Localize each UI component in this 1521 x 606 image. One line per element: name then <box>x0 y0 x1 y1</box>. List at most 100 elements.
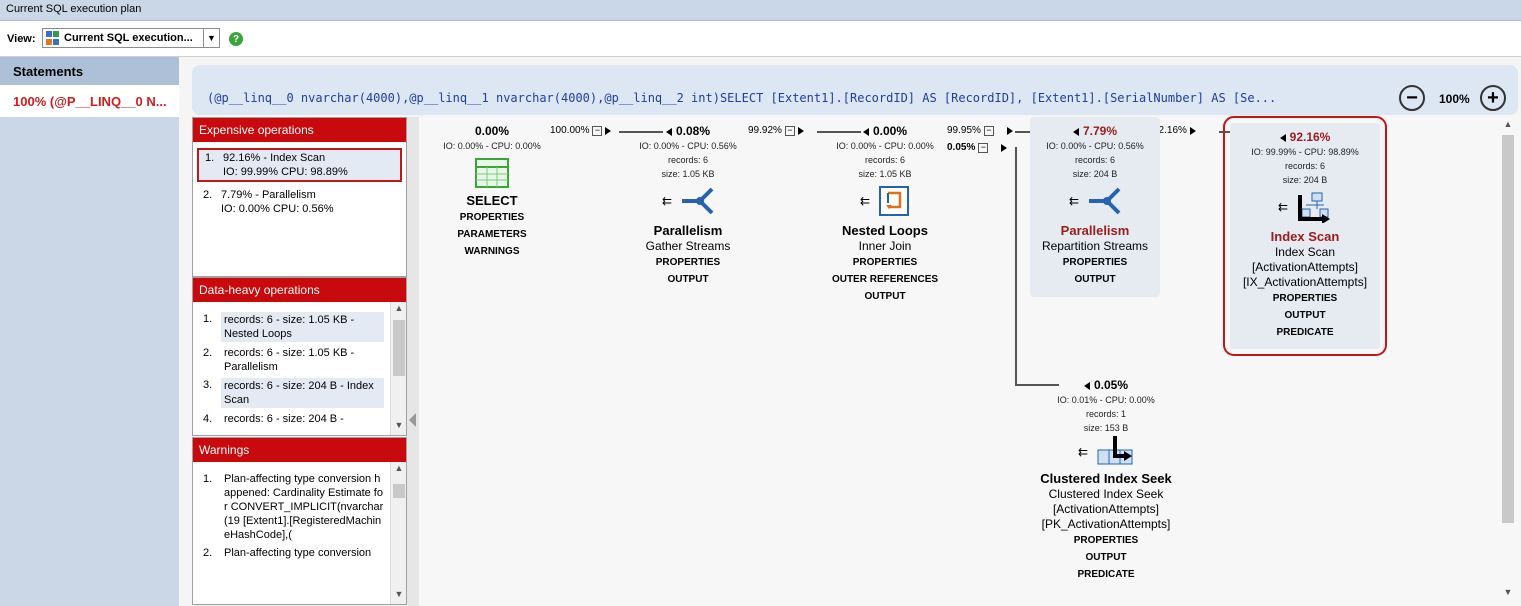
parameters-link[interactable]: PARAMETERS <box>457 229 527 240</box>
scroll-thumb[interactable] <box>393 484 405 498</box>
table-icon <box>475 158 509 188</box>
scroll-up-icon[interactable]: ▲ <box>394 463 404 473</box>
plan-node-index-scan[interactable]: 92.16% IO: 99.99% - CPU: 98.89% records:… <box>1223 116 1387 356</box>
properties-link[interactable]: PROPERTIES <box>1073 535 1139 546</box>
plan-node-parallelism-gather[interactable]: 0.08% IO: 0.00% - CPU: 0.56% records: 6 … <box>633 123 743 288</box>
collapse-icon[interactable]: − <box>592 125 603 136</box>
list-item-number: 1. <box>205 152 215 164</box>
warnings-link[interactable]: WARNINGS <box>464 246 520 257</box>
arrow-right-icon <box>605 126 612 135</box>
node-table: [ActivationAttempts] <box>1052 502 1160 516</box>
sql-bar: (@p__linq__0 nvarchar(4000),@p__linq__1 … <box>192 65 1518 115</box>
plan-node-clustered-index-seek[interactable]: 0.05% IO: 0.01% - CPU: 0.00% records: 1 … <box>1021 377 1191 583</box>
plan-canvas: 100.00%− 99.92%− 99.95%− 0.05%− 92.16% 0… <box>419 116 1521 606</box>
predicate-link[interactable]: PREDICATE <box>1276 327 1334 338</box>
properties-link[interactable]: PROPERTIES <box>459 212 525 223</box>
list-item[interactable]: 2.Plan-affecting type conversion <box>197 544 402 562</box>
edge-percent: 99.95% <box>947 125 981 136</box>
output-link[interactable]: OUTPUT <box>1284 310 1326 321</box>
list-item[interactable]: 1.records: 6 - size: 1.05 KB - Nested Lo… <box>197 310 402 344</box>
edge-label[interactable]: 92.16% <box>1153 125 1196 136</box>
scroll-thumb[interactable] <box>393 320 405 376</box>
plan-content: (@p__linq__0 nvarchar(4000),@p__linq__1 … <box>179 57 1521 606</box>
list-item[interactable]: 3.records: 6 - size: 204 B - Index Scan <box>197 376 402 410</box>
zoom-out-button[interactable]: − <box>1399 85 1425 111</box>
plan-connector <box>619 131 663 133</box>
panel-splitter[interactable] <box>407 117 419 606</box>
node-size: size: 204 B <box>1282 175 1328 185</box>
chevron-down-icon[interactable]: ▼ <box>203 29 219 47</box>
list-item[interactable]: 4.records: 6 - size: 204 B - <box>197 410 402 428</box>
expand-icon[interactable]: ⇇ <box>1068 194 1080 208</box>
node-percent: 0.08% <box>675 124 711 138</box>
collapse-icon[interactable]: − <box>978 142 989 153</box>
edge-label[interactable]: 99.95%− <box>947 125 1013 136</box>
output-link[interactable]: OUTPUT <box>1074 274 1116 285</box>
output-link[interactable]: OUTPUT <box>864 291 906 302</box>
statements-panel: Statements 100% (@P__LINQ__0 N... <box>0 57 179 606</box>
edge-percent: 99.92% <box>748 125 782 136</box>
view-select[interactable]: Current SQL execution... ▼ <box>42 28 220 48</box>
collapse-arrow-icon[interactable] <box>409 413 416 427</box>
node-name: SELECT <box>466 193 518 208</box>
data-heavy-scrollbar[interactable]: ▲▼ <box>390 302 406 435</box>
node-records: records: 6 <box>1284 161 1326 171</box>
node-name: Parallelism <box>1060 223 1130 238</box>
scroll-up-icon[interactable]: ▲ <box>1503 119 1513 129</box>
arrow-left-icon <box>665 127 672 136</box>
expand-icon[interactable]: ⇇ <box>1077 445 1089 459</box>
statement-item[interactable]: 100% (@P__LINQ__0 N... <box>0 85 179 117</box>
expand-icon[interactable]: ⇇ <box>1277 200 1289 214</box>
scroll-thumb[interactable] <box>1502 135 1514 523</box>
list-item-line: IO: 99.99% CPU: 98.89% <box>223 166 348 178</box>
collapse-icon[interactable]: − <box>784 125 795 136</box>
properties-link[interactable]: PROPERTIES <box>1062 257 1128 268</box>
scroll-down-icon[interactable]: ▼ <box>394 589 404 599</box>
list-item[interactable]: 2.records: 6 - size: 1.05 KB - Paralleli… <box>197 344 402 376</box>
collapse-icon[interactable]: − <box>983 125 994 136</box>
zoom-in-button[interactable]: + <box>1480 85 1506 111</box>
list-item-text: records: 6 - size: 1.05 KB - Parallelism <box>224 347 355 373</box>
output-link[interactable]: OUTPUT <box>667 274 709 285</box>
parallelism-icon <box>682 187 714 215</box>
node-percent: 7.79% <box>1082 124 1118 138</box>
expand-icon[interactable]: ⇇ <box>859 194 871 208</box>
node-subtitle: Index Scan <box>1274 245 1336 259</box>
list-item-line: 7.79% - Parallelism <box>221 189 316 201</box>
outer-references-link[interactable]: OUTER REFERENCES <box>831 274 939 285</box>
sql-text[interactable]: (@p__linq__0 nvarchar(4000),@p__linq__1 … <box>207 91 1277 105</box>
list-item-text: records: 6 - size: 1.05 KB - Nested Loop… <box>221 312 384 342</box>
node-io: IO: 99.99% - CPU: 98.89% <box>1251 147 1359 157</box>
edge-label[interactable]: 0.05%− <box>947 142 1008 153</box>
list-item[interactable]: 1.Plan-affecting type conversion happene… <box>197 470 402 544</box>
plan-node-nested-loops[interactable]: 0.00% IO: 0.00% - CPU: 0.00% records: 6 … <box>821 123 949 305</box>
plan-node-parallelism-repartition[interactable]: 7.79% IO: 0.00% - CPU: 0.56% records: 6 … <box>1030 117 1160 297</box>
scroll-down-icon[interactable]: ▼ <box>1503 587 1513 597</box>
help-icon[interactable]: ? <box>229 32 243 46</box>
edge-percent: 0.05% <box>947 142 976 153</box>
properties-link[interactable]: PROPERTIES <box>852 257 918 268</box>
canvas-scrollbar[interactable]: ▲ ▼ <box>1501 117 1515 597</box>
plan-icon <box>46 31 60 45</box>
output-link[interactable]: OUTPUT <box>1085 552 1127 563</box>
node-percent: 92.16% <box>1289 130 1331 144</box>
predicate-link[interactable]: PREDICATE <box>1077 569 1135 580</box>
node-table: [ActivationAttempts] <box>1251 260 1359 274</box>
list-item-number: 2. <box>203 189 213 201</box>
properties-link[interactable]: PROPERTIES <box>1272 293 1338 304</box>
edge-label[interactable]: 99.92%− <box>748 125 804 136</box>
scroll-up-icon[interactable]: ▲ <box>394 303 404 313</box>
node-io: IO: 0.00% - CPU: 0.00% <box>443 141 541 151</box>
arrow-right-icon <box>797 126 804 135</box>
expand-icon[interactable]: ⇇ <box>661 194 673 208</box>
list-item-text: Plan-affecting type conversion happened:… <box>224 473 384 541</box>
plan-node-select[interactable]: 0.00% IO: 0.00% - CPU: 0.00% SELECT PROP… <box>437 123 547 260</box>
edge-label[interactable]: 100.00%− <box>550 125 612 136</box>
arrow-right-icon <box>1189 126 1196 135</box>
warnings-scrollbar[interactable]: ▲▼ <box>390 462 406 604</box>
scroll-down-icon[interactable]: ▼ <box>394 420 404 430</box>
properties-link[interactable]: PROPERTIES <box>655 257 721 268</box>
